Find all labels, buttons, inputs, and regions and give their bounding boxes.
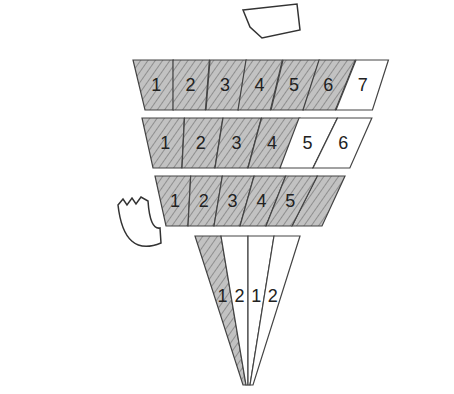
funnel-cell: 6 xyxy=(313,118,372,168)
cell-number: 7 xyxy=(358,76,368,94)
cell-number: 6 xyxy=(338,134,348,152)
cell-number: 5 xyxy=(303,134,313,152)
cell-number: 2 xyxy=(268,287,278,305)
funnel-cell: 1 xyxy=(142,118,184,168)
cell-number: 6 xyxy=(323,76,333,94)
funnel-cell: 7 xyxy=(336,60,388,110)
cell-number: 2 xyxy=(199,192,209,210)
pentagon-shape xyxy=(243,4,300,38)
curved-band xyxy=(118,197,161,246)
cell-number: 1 xyxy=(151,76,161,94)
cell-number: 4 xyxy=(256,192,266,210)
cell-number: 4 xyxy=(254,76,264,94)
cell-number: 1 xyxy=(160,134,170,152)
funnel-cell: 2 xyxy=(173,60,209,110)
cell-number: 2 xyxy=(186,76,196,94)
cell-number: 2 xyxy=(196,134,206,152)
funnel-cell: 2 xyxy=(250,236,300,385)
cell-number: 1 xyxy=(170,192,180,210)
cell-number: 3 xyxy=(228,192,238,210)
funnel-cell: 1 xyxy=(155,176,191,226)
cell-outline xyxy=(221,236,248,385)
cell-number: 5 xyxy=(289,76,299,94)
funnel-cell: 2 xyxy=(221,236,248,385)
funnel-cell: 5 xyxy=(266,176,317,226)
cell-number: 3 xyxy=(220,76,230,94)
cell-number: 2 xyxy=(234,287,244,305)
cell-number: 3 xyxy=(231,134,241,152)
cell-number: 1 xyxy=(218,287,228,305)
funnel-cell: 1 xyxy=(133,60,173,110)
cell-number: 5 xyxy=(285,192,295,210)
cell-outline xyxy=(250,236,300,385)
cell-number: 4 xyxy=(267,134,277,152)
cell-number: 1 xyxy=(251,287,261,305)
